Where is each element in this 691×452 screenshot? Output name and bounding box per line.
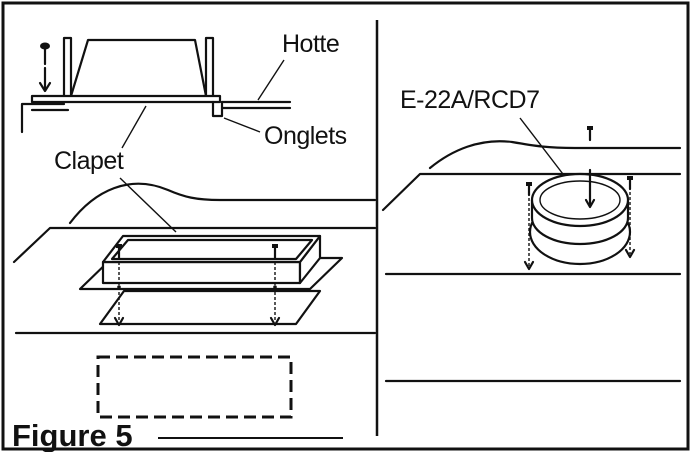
cutout-outline: [96, 355, 293, 419]
clapet-leader-line-upper: [121, 105, 147, 149]
screw-icon: [584, 126, 596, 209]
clapet-leader-line-lower: [119, 177, 177, 233]
collar-cylinder: [530, 172, 630, 246]
mounting-plate-lower: [98, 289, 322, 326]
screw-icon: [269, 244, 281, 327]
screw-icon: [40, 42, 50, 66]
roof-outline-left: [12, 182, 377, 264]
part-number-leader-line: [519, 117, 567, 179]
onglets-leader-line: [223, 117, 261, 133]
onglets-label: Onglets: [264, 122, 347, 150]
screw-icon: [523, 182, 535, 271]
part-number-label: E-22A/RCD7: [400, 86, 540, 114]
screw-icon: [624, 176, 636, 259]
screw-icon: [113, 244, 125, 327]
figure-caption: Figure 5: [12, 418, 133, 452]
damper-box: [101, 234, 322, 285]
damper-cross-section: [20, 36, 292, 134]
hotte-label: Hotte: [282, 30, 339, 58]
down-arrow-icon: [38, 66, 52, 93]
clapet-label: Clapet: [54, 147, 124, 175]
hotte-leader-line: [257, 59, 285, 101]
